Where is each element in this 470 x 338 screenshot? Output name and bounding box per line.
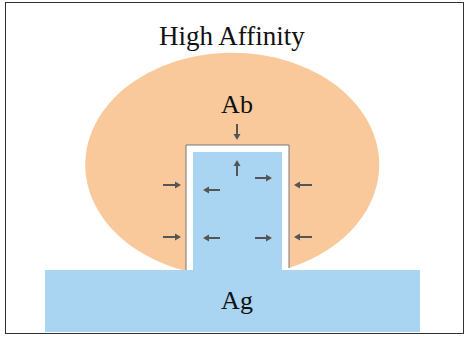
force-arrow-shaft xyxy=(300,184,312,186)
force-arrow-head xyxy=(203,187,209,194)
diagram-title: High Affinity xyxy=(0,20,464,52)
force-arrow-shaft xyxy=(255,177,266,179)
force-arrow-head xyxy=(266,235,272,242)
force-arrow-shaft xyxy=(209,189,220,191)
force-arrow-head xyxy=(175,234,181,241)
antigen-shape-fill xyxy=(45,152,420,332)
force-arrow-shaft xyxy=(236,124,238,134)
force-arrow-shaft xyxy=(300,236,312,238)
force-arrow-head xyxy=(175,182,181,189)
force-arrow-head xyxy=(234,160,241,166)
force-arrow-shaft xyxy=(255,237,266,239)
antigen-node: Ag xyxy=(45,152,421,333)
force-arrow-head xyxy=(234,134,241,140)
node-label: Ab xyxy=(221,90,253,120)
force-arrow-shaft xyxy=(209,237,220,239)
node-label: Ag xyxy=(221,286,253,316)
force-arrow-head xyxy=(294,182,300,189)
frame-rect xyxy=(6,3,464,334)
force-arrow-head xyxy=(266,175,272,182)
force-arrow-shaft xyxy=(236,166,238,176)
force-arrow-head xyxy=(294,234,300,241)
force-arrow-head xyxy=(203,235,209,242)
force-arrow-shaft xyxy=(163,184,175,186)
force-arrow-shaft xyxy=(163,236,175,238)
